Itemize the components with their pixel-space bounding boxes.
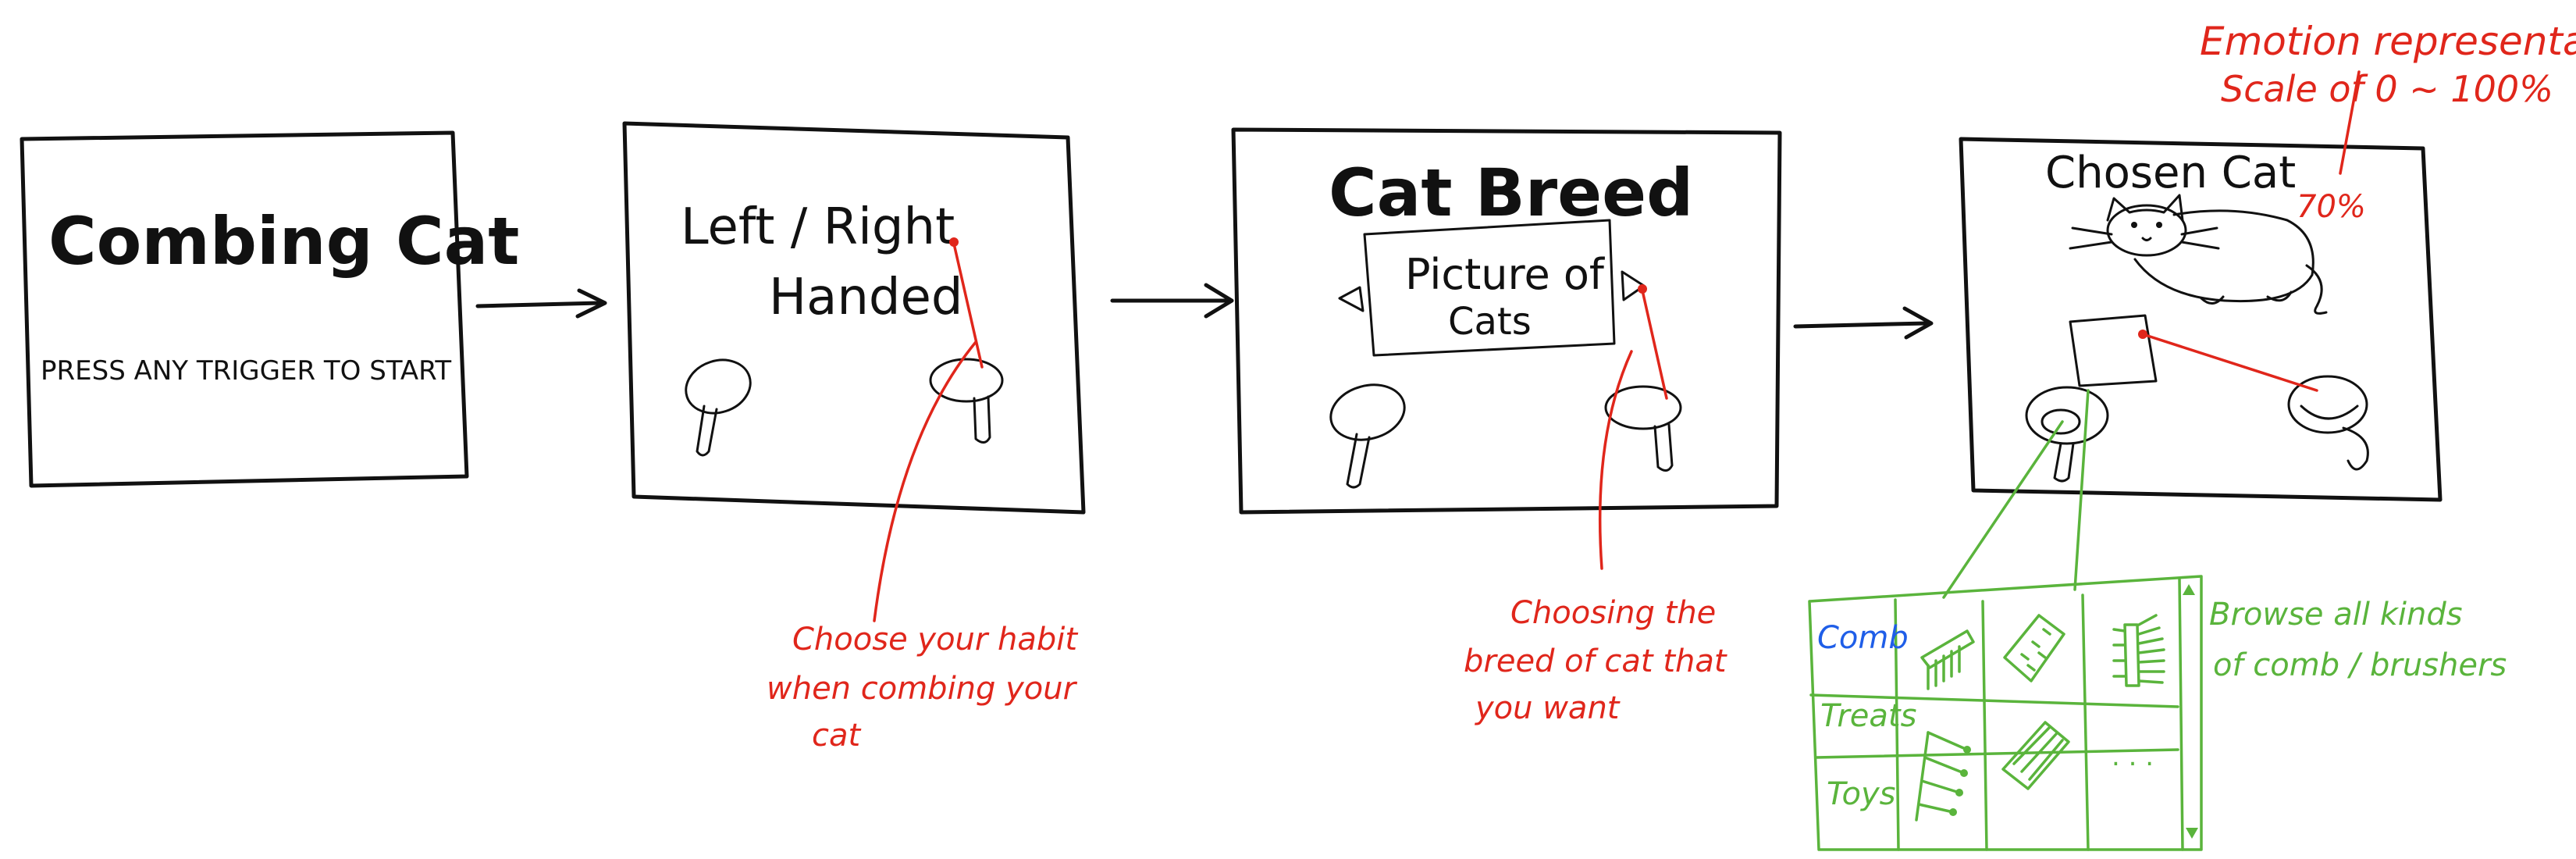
screen-1-frame — [20, 130, 469, 488]
triangle-left-icon[interactable] — [1338, 286, 1364, 312]
habit-annotation: Choose your habit when combing your cat — [767, 237, 1078, 754]
screen-1-start-prompt: PRESS ANY TRIGGER TO START — [41, 355, 451, 387]
screen-3-frame — [1231, 127, 1782, 515]
triangle-right-icon[interactable] — [1621, 270, 1646, 301]
breed-line1: Choosing the — [1510, 595, 1716, 631]
scroll-arrow-icon[interactable] — [2183, 584, 2195, 595]
toy-icon[interactable] — [1915, 731, 1971, 822]
controller-icon — [1604, 385, 1682, 472]
comb-icon[interactable] — [1920, 629, 1975, 690]
cat-picture-box — [1363, 219, 1616, 357]
picture-line1: Picture of — [1405, 250, 1606, 299]
controller-icon — [929, 358, 1004, 444]
held-item-window — [2069, 314, 2158, 387]
habit-line1: Choose your habit — [792, 622, 1078, 658]
breed-line3: you want — [1475, 690, 1621, 726]
browse-line1: Browse all kinds — [2209, 597, 2463, 633]
controller-icon — [1329, 383, 1406, 489]
emotion-line1: Emotion representation — [2200, 19, 2576, 64]
cat-icon — [2069, 194, 2328, 315]
controller-icon — [685, 358, 752, 457]
screen-2-line2: Handed — [769, 269, 963, 326]
brush-icon[interactable] — [2003, 614, 2065, 683]
screen-4-chosen-cat: Chosen Cat 70% — [1959, 137, 2443, 502]
screen-1-title: Combing Cat — [48, 203, 519, 280]
emotion-annotation: Emotion representation Scale of 0 ~ 100% — [2200, 19, 2576, 175]
inventory-frame — [1808, 575, 2203, 851]
brush-icon[interactable] — [2001, 721, 2070, 790]
screen-4-frame — [1959, 137, 2443, 502]
screen-3-title: Cat Breed — [1329, 155, 1693, 231]
screen-4-title: Chosen Cat — [2045, 148, 2296, 198]
screen-2-handedness: Left / Right Handed — [622, 121, 1086, 515]
more-items-indicator: . . . — [2112, 741, 2154, 772]
emotion-line2: Scale of 0 ~ 100% — [2221, 68, 2553, 110]
habit-line3: cat — [812, 718, 862, 754]
browse-annotation: Browse all kinds of comb / brushers — [2209, 597, 2507, 683]
tab-toys[interactable]: Toys — [1827, 776, 1895, 812]
picture-line2: Cats — [1448, 300, 1532, 344]
arrow-right-icon — [1793, 306, 1934, 340]
screen-2-frame — [622, 121, 1086, 515]
breed-line2: breed of cat that — [1464, 643, 1727, 679]
arrow-right-icon — [1110, 283, 1234, 319]
inventory-panel: Comb Treats Toys — [1808, 389, 2203, 851]
item-to-controller-link — [2141, 333, 2318, 392]
screen-2-line1: Left / Right — [681, 198, 955, 256]
habit-line2: when combing your — [767, 671, 1078, 707]
controller-icon — [2025, 386, 2109, 483]
scroll-arrow-icon[interactable] — [2186, 828, 2198, 839]
tab-treats[interactable]: Treats — [1820, 698, 1916, 734]
controller-icon — [2287, 375, 2369, 471]
screen-3-cat-breed: Cat Breed Picture of Cats — [1231, 127, 1782, 515]
browse-line2: of comb / brushers — [2213, 647, 2507, 683]
arrow-right-icon — [475, 288, 607, 319]
comb-icon[interactable] — [2112, 614, 2165, 687]
screen-1-title-screen: Combing Cat PRESS ANY TRIGGER TO START — [20, 130, 519, 488]
breed-annotation: Choosing the breed of cat that you want — [1464, 284, 1727, 726]
tab-comb[interactable]: Comb — [1817, 620, 1909, 656]
emotion-percent: 70% — [2297, 189, 2366, 225]
